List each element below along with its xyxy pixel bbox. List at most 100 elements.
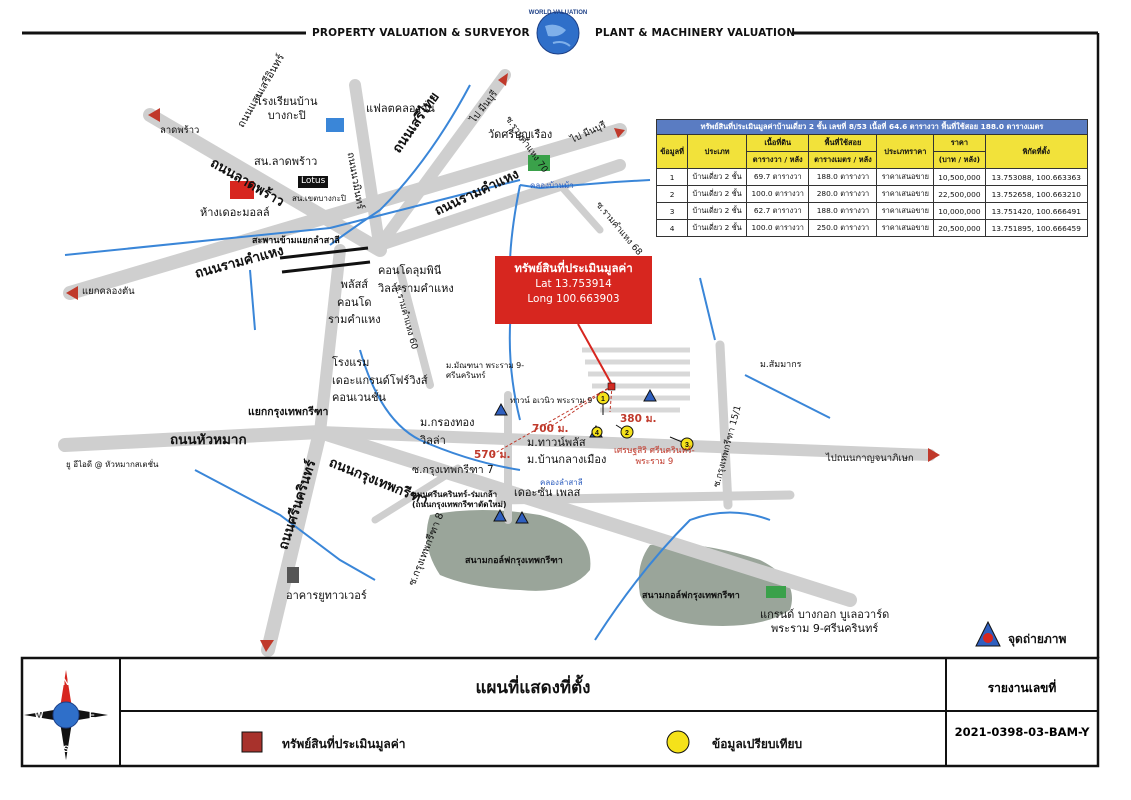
svg-text:2: 2 bbox=[625, 430, 629, 437]
subject-title: ทรัพย์สินที่ประเมินมูลค่า bbox=[514, 261, 633, 275]
logo-text: WORLD VALUATION bbox=[529, 10, 587, 16]
place-setthasiri: เศรษฐสิริ ศรีนครินทร์- พระราม 9 bbox=[614, 446, 695, 468]
cell-type: บ้านเดี่ยว 2 ชั้น bbox=[687, 219, 748, 237]
th-price-unit: (บาท / หลัง) bbox=[933, 151, 986, 169]
cell-price: 10,500,000 bbox=[933, 168, 986, 186]
cell-area: 280.0 ตารางวา bbox=[808, 185, 878, 203]
cell-no: 1 bbox=[655, 168, 689, 186]
cell-land: 100.0 ตารางวา bbox=[746, 219, 810, 237]
distance-700: 700 ม. bbox=[532, 423, 569, 435]
arrow-minburi-2 bbox=[614, 128, 625, 138]
th-area: พื้นที่ใช้สอย bbox=[808, 134, 878, 152]
place-plus-condo: พลัสส์ คอนโด รามคำแหง bbox=[328, 278, 381, 327]
cell-price-type: ราคาเสนอขาย bbox=[876, 202, 935, 220]
th-area-unit: ตารางเมตร / หลัง bbox=[808, 151, 878, 169]
cell-price: 20,500,000 bbox=[933, 219, 986, 237]
place-school: โรงเรียนบ้าน บางกะปิ bbox=[256, 95, 318, 123]
compass-rose bbox=[24, 670, 108, 760]
th-no: ข้อมูลที่ bbox=[655, 134, 689, 169]
cell-coords: 13.751420, 100.666491 bbox=[984, 202, 1089, 220]
to-klongton: แยกคลองตัน bbox=[82, 286, 135, 297]
map-title: แผนที่แสดงที่ตั้ง bbox=[475, 678, 591, 698]
cell-no: 4 bbox=[655, 219, 689, 237]
to-ladprao: ลาดพร้าว bbox=[160, 125, 200, 136]
distance-570: 570 ม. bbox=[474, 449, 511, 461]
cell-price-type: ราคาเสนอขาย bbox=[876, 219, 935, 237]
canal-ban-ma: คลองบ้านม้า bbox=[530, 181, 574, 190]
cell-price-type: ราคาเสนอขาย bbox=[876, 185, 935, 203]
compass-s: S bbox=[63, 744, 69, 754]
compass-n: N bbox=[63, 677, 70, 687]
road-soi-kt7: ซ.กรุงเทพกรีฑา 7 bbox=[412, 464, 494, 476]
cell-land: 100.0 ตารางวา bbox=[746, 185, 810, 203]
cell-price-type: ราคาเสนอขาย bbox=[876, 168, 935, 186]
old-road-name: ถนนศรีนครินทร์-ร่มเกล้า bbox=[412, 490, 498, 499]
cell-type: บ้านเดี่ยว 2 ชั้น bbox=[687, 185, 748, 203]
compass-w: W bbox=[35, 710, 44, 720]
subject-long: Long 100.663903 bbox=[527, 292, 620, 305]
road-hua-mak: ถนนหัวหมาก bbox=[170, 432, 247, 448]
place-hotel: โรงแรม เดอะแกรนด์โฟร์วิงส์ คอนเวนชั่น bbox=[332, 356, 428, 405]
place-town-plus: ม.ทาวน์พลัส bbox=[527, 436, 586, 449]
place-police2: สน.เขตบางกะปิ bbox=[292, 194, 346, 203]
arrow-minburi-1 bbox=[498, 73, 508, 86]
canal-lam-sali: คลองลำสาลี bbox=[540, 478, 583, 487]
legend-subject-label: ทรัพย์สินที่ประเมินมูลค่า bbox=[282, 737, 406, 751]
place-krongthong: ม.กรองทอง วิลล่า bbox=[420, 416, 475, 447]
cell-land: 62.7 ตารางวา bbox=[746, 202, 810, 220]
place-golf-2: สนามกอล์ฟกรุงเทพกรีฑา bbox=[642, 591, 740, 601]
th-land: เนื้อที่ดิน bbox=[746, 134, 810, 152]
cell-price: 10,000,000 bbox=[933, 202, 986, 220]
place-sammakorn: ม.สัมมากร bbox=[760, 360, 802, 370]
cell-price: 22,500,000 bbox=[933, 185, 986, 203]
header-left-title: PROPERTY VALUATION & SURVEYOR bbox=[312, 27, 530, 39]
bridge-label: สะพานข้ามแยกลำสาลี bbox=[252, 236, 340, 246]
th-type: ประเภท bbox=[687, 134, 748, 169]
place-mantana: ม.มัณฑนา พระราม 9- ศรีนครินทร์ bbox=[446, 361, 525, 381]
comparable-markers bbox=[591, 391, 694, 451]
cell-area: 188.0 ตารางวา bbox=[808, 168, 878, 186]
bridge-overpass bbox=[279, 246, 371, 274]
table-row: 3 บ้านเดี่ยว 2 ชั้น 62.7 ตารางวา 188.0 ต… bbox=[655, 202, 1089, 220]
arrow-klongton bbox=[66, 286, 78, 300]
cell-coords: 13.751895, 100.666459 bbox=[984, 219, 1089, 237]
table-caption: ทรัพย์สินที่ประเมินมูลค่าบ้านเดี่ยว 2 ชั… bbox=[656, 119, 1088, 135]
report-label: รายงานเลขที่ bbox=[987, 681, 1057, 695]
place-town-avenue: ทาวน์ อเวนิว พระราม 9 bbox=[510, 396, 593, 405]
place-the-sun: เดอะซัน เพลส bbox=[514, 486, 581, 499]
cell-no: 3 bbox=[655, 202, 689, 220]
compass-e: E bbox=[89, 710, 95, 720]
school-icon bbox=[326, 118, 344, 132]
table-row: 1 บ้านเดี่ยว 2 ชั้น 69.7 ตารางวา 188.0 ต… bbox=[655, 168, 1089, 186]
table-row: 4 บ้านเดี่ยว 2 ชั้น 100.0 ตารางวา 250.0 … bbox=[655, 219, 1089, 237]
road-kanchana: ไปถนนกาญจนาภิเษก bbox=[826, 453, 914, 464]
legend-comp-swatch bbox=[666, 730, 690, 754]
arrow-ladprao bbox=[148, 108, 160, 122]
old-road-sub: (ถนนกรุงเทพกรีฑาตัดใหม่) bbox=[412, 500, 507, 510]
place-mall: ห้างเดอะมอลล์ bbox=[200, 206, 270, 219]
th-coords: พิกัดที่ตั้ง bbox=[984, 134, 1089, 169]
place-golf-1: สนามกอล์ฟกรุงเทพกรีฑา bbox=[465, 556, 563, 566]
place-ban-klang-muang: ม.บ้านกลางเมือง bbox=[527, 453, 607, 466]
legend-comp-label: ข้อมูลเปรียบเทียบ bbox=[712, 737, 803, 751]
th-price-type: ประเภทราคา bbox=[876, 134, 935, 169]
cell-no: 2 bbox=[655, 185, 689, 203]
world-valuation-logo bbox=[536, 11, 580, 55]
grand-bangkok-icon bbox=[766, 586, 786, 598]
photo-point-label: จุดถ่ายภาพ bbox=[1008, 632, 1067, 646]
cell-area: 250.0 ตารางวา bbox=[808, 219, 878, 237]
svg-text:1: 1 bbox=[601, 396, 605, 403]
place-lotus: Lotus bbox=[298, 176, 329, 188]
place-tower: อาคารยูทาวเวอร์ bbox=[286, 589, 367, 602]
place-wat: วัดศรีบุญเรือง bbox=[488, 128, 553, 141]
svg-text:3: 3 bbox=[685, 442, 689, 449]
place-grand-bangkok: แกรนด์ บางกอก บูเลอวาร์ด พระราม 9-ศรีนคร… bbox=[760, 608, 890, 636]
report-number: 2021-0398-03-BAM-Y bbox=[954, 725, 1090, 739]
header-right-title: PLANT & MACHINERY VALUATION bbox=[595, 27, 796, 39]
th-price: ราคา bbox=[933, 134, 986, 152]
cell-coords: 13.753088, 100.663363 bbox=[984, 168, 1089, 186]
legend-subject-swatch bbox=[241, 731, 263, 753]
cell-type: บ้านเดี่ยว 2 ชั้น bbox=[687, 202, 748, 220]
cell-area: 188.0 ตารางวา bbox=[808, 202, 878, 220]
